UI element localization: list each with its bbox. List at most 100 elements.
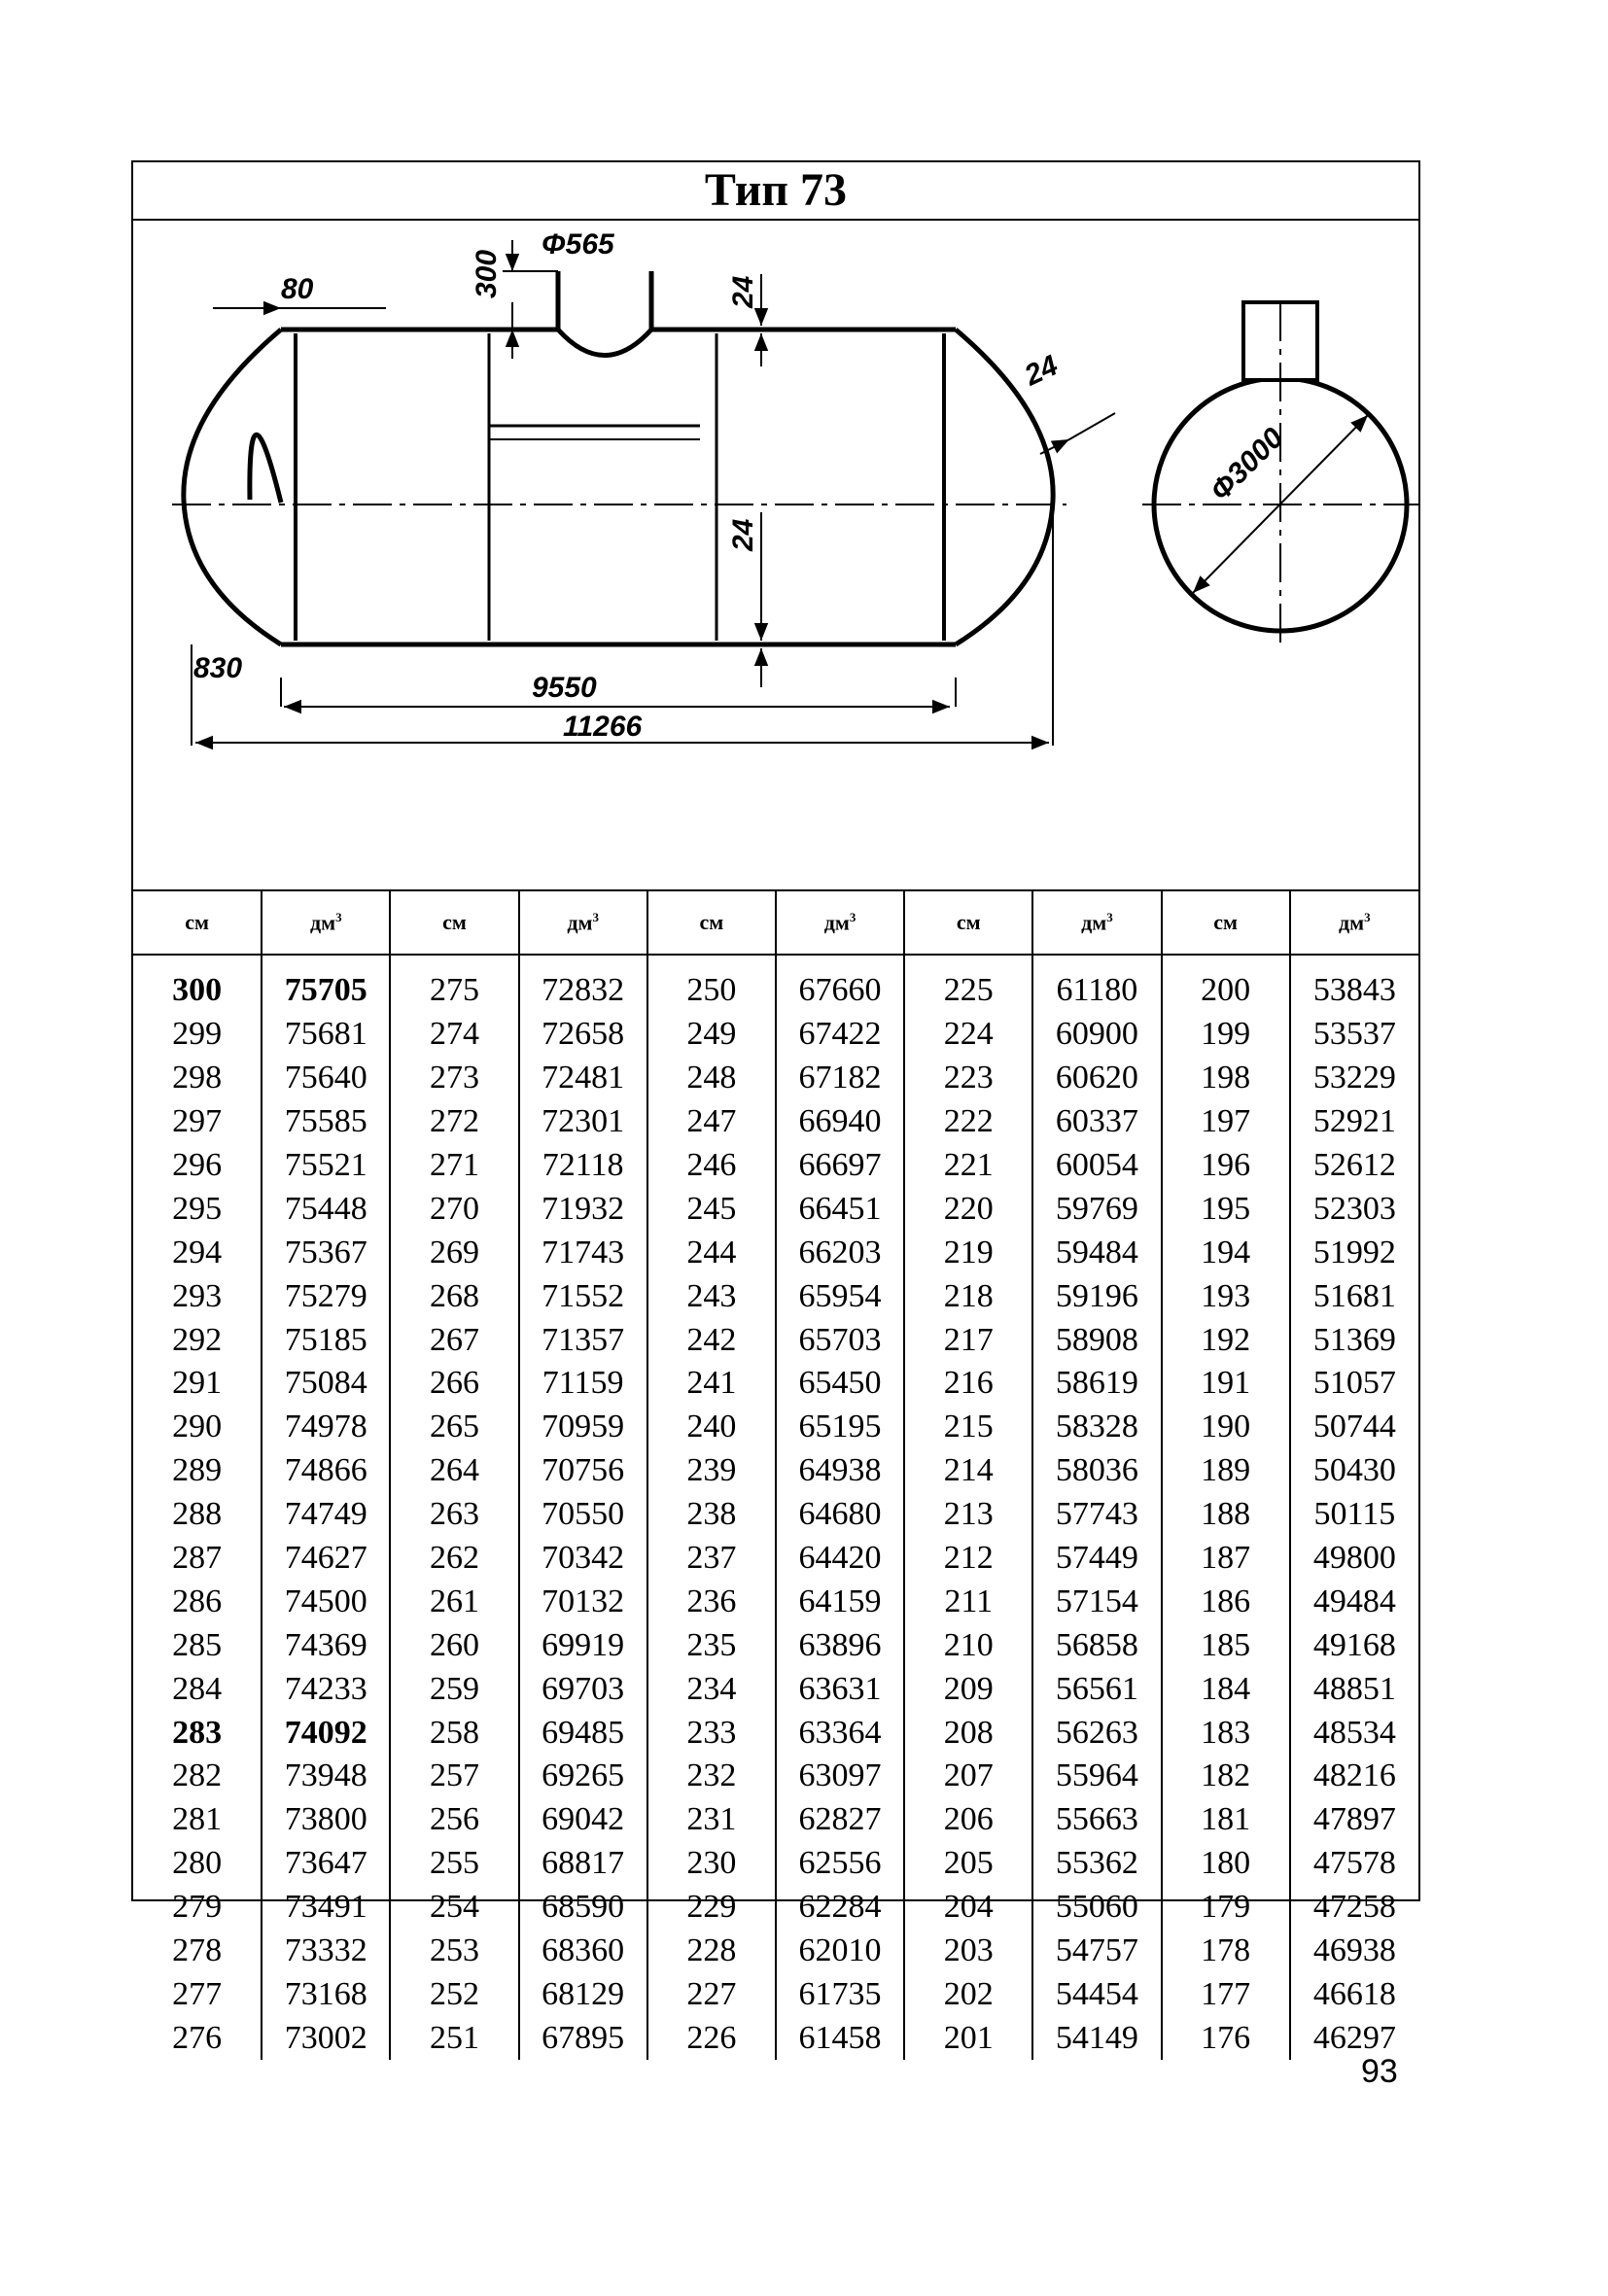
cell-level-cm: 245 [646, 1187, 776, 1232]
cell-level-cm: 188 [1160, 1492, 1290, 1537]
cell-level-cm: 217 [903, 1318, 1033, 1363]
cell-level-cm: 249 [646, 1012, 776, 1057]
cell-volume-dm3: 75705 [261, 955, 391, 1013]
dim-80-label: 80 [281, 273, 314, 305]
cell-volume-dm3: 74866 [261, 1448, 391, 1493]
cell-volume-dm3: 67182 [774, 1056, 905, 1100]
cell-volume-dm3: 60337 [1031, 1099, 1162, 1144]
cell-volume-dm3: 73491 [261, 1885, 391, 1930]
cell-level-cm: 251 [389, 2016, 519, 2061]
cell-level-cm: 290 [172, 1409, 223, 1445]
cell-volume-dm3: 75084 [261, 1362, 391, 1406]
cell-level-cm: 299 [172, 1016, 223, 1053]
cell-volume-dm3: 69042 [517, 1797, 647, 1842]
cell-volume-dm3: 57743 [1031, 1492, 1162, 1537]
cell-level-cm: 214 [903, 1448, 1033, 1493]
cell-level-cm: 191 [1160, 1362, 1290, 1406]
cell-level-cm: 225 [903, 955, 1033, 1013]
cell-volume-dm3: 55362 [1031, 1841, 1162, 1886]
cell-level-cm: 279 [172, 1889, 223, 1926]
cell-level-cm: 293 [172, 1277, 223, 1314]
cell-level-cm: 294 [172, 1234, 223, 1270]
cell-volume-dm3: 52303 [1288, 1187, 1418, 1232]
cell-volume-dm3: 75185 [261, 1318, 391, 1363]
cell-volume-dm3: 74978 [261, 1405, 391, 1449]
cell-volume-dm3: 65195 [774, 1405, 905, 1449]
cell-level-cm: 300 [172, 972, 223, 1009]
cell-level-cm: 197 [1160, 1099, 1290, 1144]
cell-level-cm: 283 [172, 1714, 223, 1751]
cell-volume-dm3: 70550 [517, 1492, 647, 1537]
cell-volume-dm3: 51681 [1288, 1274, 1418, 1319]
cell-volume-dm3: 62556 [774, 1841, 905, 1886]
cell-level-cm: 189 [1160, 1448, 1290, 1493]
cell-volume-dm3: 63364 [774, 1711, 905, 1756]
cell-level-cm: 221 [903, 1143, 1033, 1188]
cell-level-cm: 224 [903, 1012, 1033, 1057]
unit-exponent: 3 [1106, 909, 1113, 924]
cell-level-cm: 259 [389, 1667, 519, 1712]
column-header-text: дм [567, 910, 593, 935]
cell-level-cm: 243 [646, 1274, 776, 1319]
cell-level-cm: 223 [903, 1056, 1033, 1100]
cell-volume-dm3: 74369 [261, 1623, 391, 1668]
cell-level-cm: 281 [172, 1801, 223, 1838]
cell-level-cm: 239 [646, 1448, 776, 1493]
cell-level-cm: 270 [389, 1187, 519, 1232]
column-header-dm3: дм3 [1031, 889, 1162, 956]
cell-level-cm: 265 [389, 1405, 519, 1449]
column-header-text: дм [823, 910, 850, 935]
cell-volume-dm3: 69265 [517, 1755, 647, 1798]
cell-volume-dm3: 55964 [1031, 1755, 1162, 1798]
cell-level-cm: 268 [389, 1274, 519, 1319]
cell-level-cm: 244 [646, 1231, 776, 1275]
tank-diagram: 80 300 Φ565 24 24 24 830 9550 11266 Φ300… [172, 228, 1418, 750]
cell-level-cm: 179 [1160, 1885, 1290, 1930]
dim-830-label: 830 [193, 652, 242, 684]
cell-level-cm: 229 [646, 1885, 776, 1930]
cell-level-cm: 211 [903, 1580, 1033, 1624]
cell-level-cm: 276 [172, 2019, 223, 2056]
cell-volume-dm3: 64680 [774, 1492, 905, 1537]
cell-level-cm: 185 [1160, 1623, 1290, 1668]
cell-volume-dm3: 68360 [517, 1929, 647, 1973]
cell-volume-dm3: 75681 [261, 1012, 391, 1057]
dim-3000-label: Φ3000 [1205, 422, 1290, 507]
cell-level-cm: 186 [1160, 1580, 1290, 1624]
cell-level-cm: 284 [172, 1670, 223, 1707]
cell-volume-dm3: 71357 [517, 1318, 647, 1363]
cell-volume-dm3: 71743 [517, 1231, 647, 1275]
cell-volume-dm3: 73168 [261, 1972, 391, 2017]
cell-level-cm: 206 [903, 1797, 1033, 1842]
dim-9550-label: 9550 [532, 672, 597, 704]
cell-volume-dm3: 73332 [261, 1929, 391, 1973]
cell-level-cm: 220 [903, 1187, 1033, 1232]
cell-volume-dm3: 51057 [1288, 1362, 1418, 1406]
unit-exponent: 3 [592, 909, 599, 924]
cell-level-cm: 196 [1160, 1143, 1290, 1188]
cell-level-cm: 258 [389, 1711, 519, 1756]
column-header-text: см [1213, 910, 1238, 934]
cell-level-cm: 280 [172, 1845, 223, 1882]
cell-level-cm: 177 [1160, 1972, 1290, 2017]
cell-level-cm: 262 [389, 1536, 519, 1581]
cell-volume-dm3: 72301 [517, 1099, 647, 1144]
cell-volume-dm3: 54757 [1031, 1929, 1162, 1973]
cell-level-cm: 289 [172, 1452, 223, 1489]
cell-level-cm: 296 [172, 1147, 223, 1183]
cell-level-cm: 190 [1160, 1405, 1290, 1449]
cell-level-cm: 261 [389, 1580, 519, 1624]
cell-volume-dm3: 69919 [517, 1623, 647, 1668]
cell-volume-dm3: 65954 [774, 1274, 905, 1319]
cell-level-cm: 257 [389, 1755, 519, 1798]
cell-volume-dm3: 64159 [774, 1580, 905, 1624]
